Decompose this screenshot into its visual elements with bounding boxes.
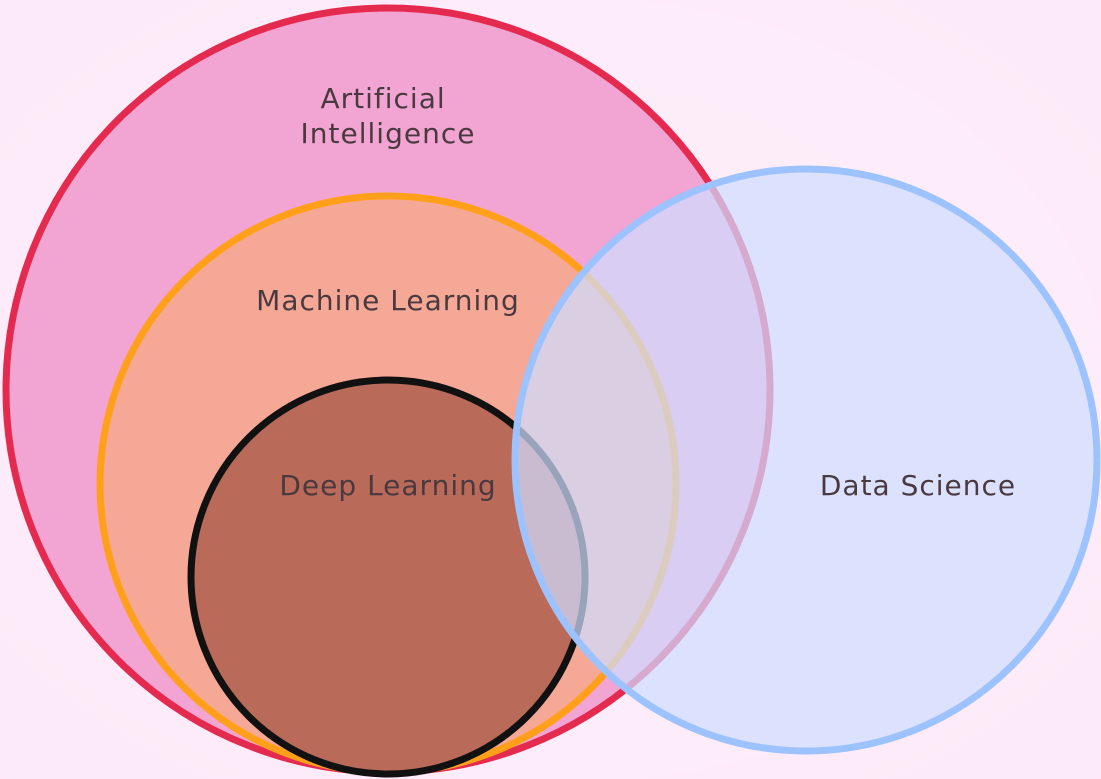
ai-label-line-1: Artificial [320,82,445,115]
ds-label: Data Science [820,469,1016,502]
ml-label: Machine Learning [256,284,520,317]
dl-label: Deep Learning [279,469,496,502]
ds-circle [511,165,1101,755]
ai-label: Artificial Intelligence [301,82,476,150]
ai-label-line-2: Intelligence [301,117,476,150]
